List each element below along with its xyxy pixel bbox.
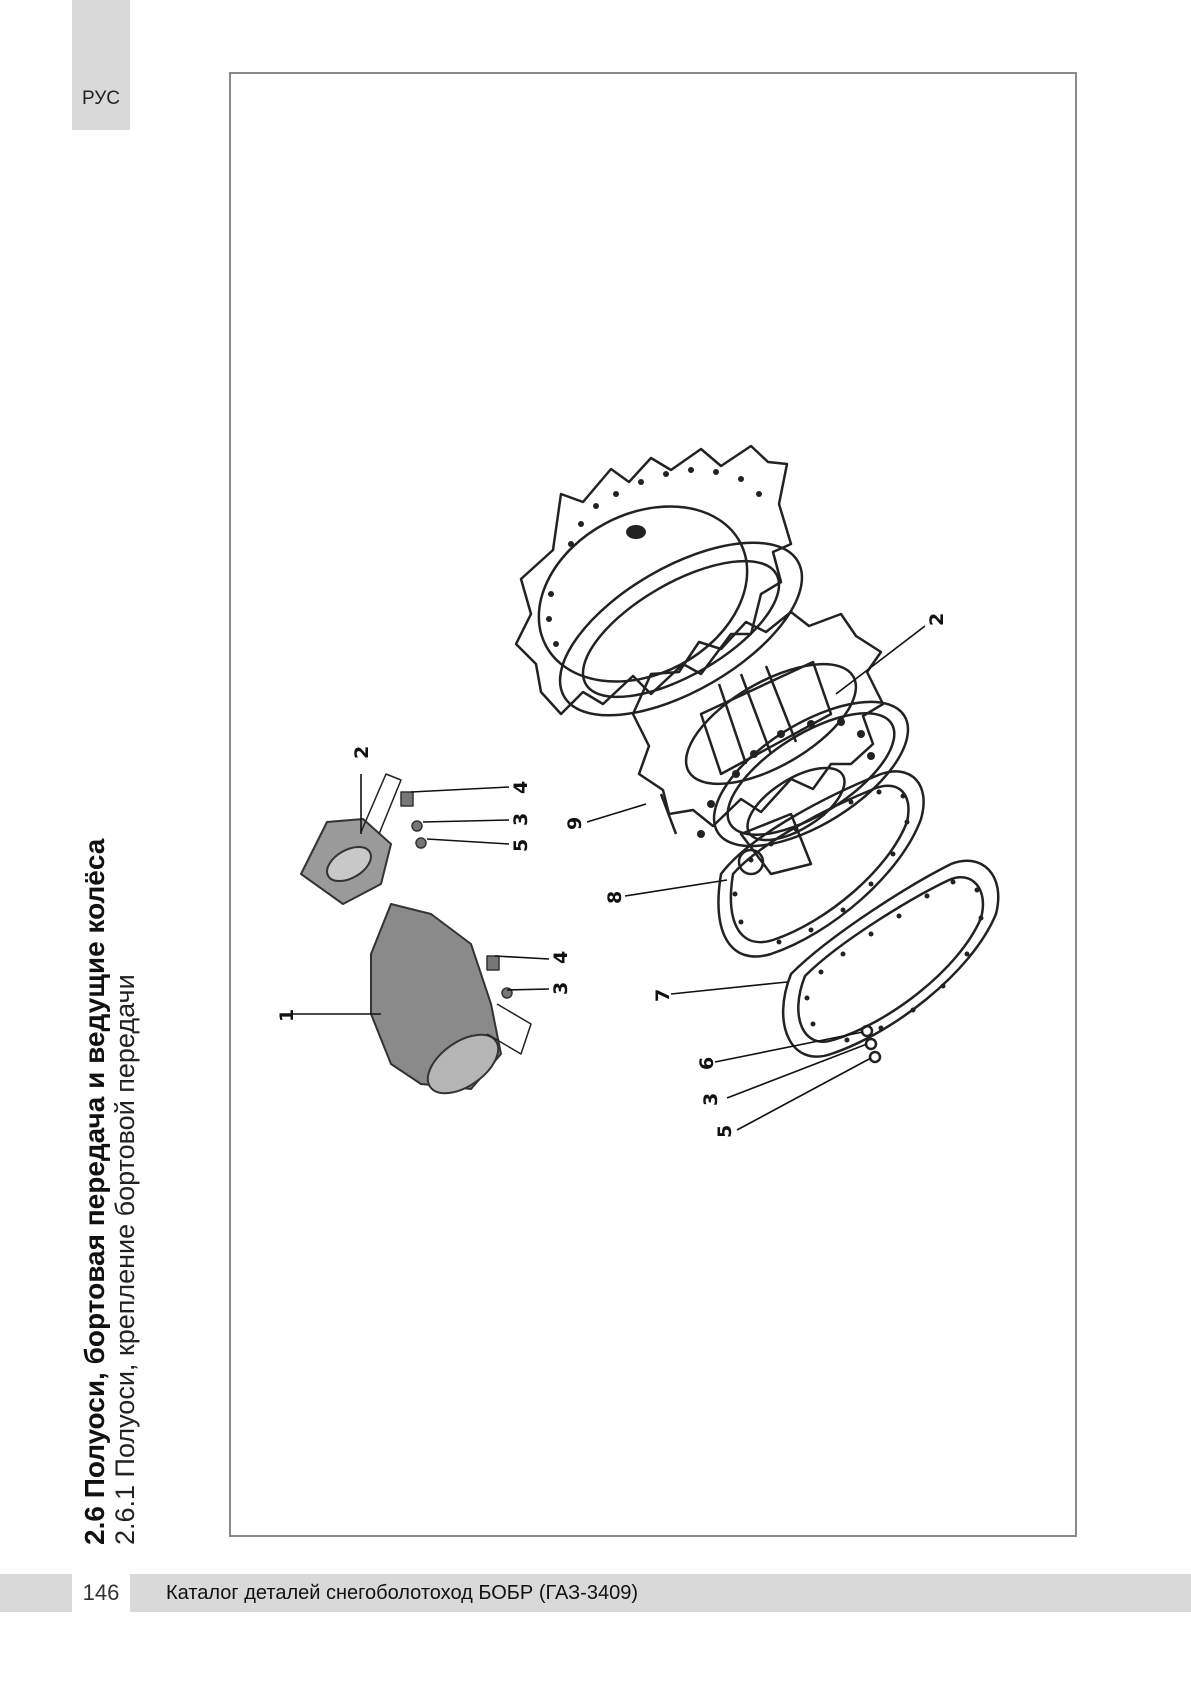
callout-5-top: 5 xyxy=(510,839,532,852)
catalog-title: Каталог деталей снегоболотоход БОБР (ГАЗ… xyxy=(166,1582,638,1604)
semi-axle-housing xyxy=(370,903,502,1095)
section-subtitle: 2.6.1 Полуоси, крепление бортовой переда… xyxy=(110,974,140,1545)
callout-3-mid: 3 xyxy=(550,982,572,995)
language-tab: РУС xyxy=(72,0,130,130)
callout-9: 9 xyxy=(564,817,586,830)
callout-6: 6 xyxy=(696,1057,718,1070)
footer-bar xyxy=(0,1574,1191,1612)
leader-lines xyxy=(293,625,926,1131)
drive-sprocket-front xyxy=(631,610,885,828)
exploded-parts-diagram: 1 2 4 3 5 4 3 2 9 8 7 6 3 5 xyxy=(276,444,1000,1138)
semi-axle-flange xyxy=(300,818,392,905)
sprocket-bolt-holes xyxy=(546,467,762,647)
nut-washer-set xyxy=(860,1024,882,1064)
callout-labels: 1 2 4 3 5 4 3 2 9 8 7 6 3 5 xyxy=(276,613,948,1138)
bolts-washers-nuts xyxy=(400,791,513,999)
spacer-ring xyxy=(558,541,804,717)
callout-4-mid: 4 xyxy=(550,951,572,964)
callout-2-right: 2 xyxy=(926,613,948,626)
language-label: РУС xyxy=(81,88,121,109)
section-title: 2.6 Полуоси, бортовая передача и ведущие… xyxy=(79,785,110,1545)
page-number: 146 xyxy=(72,1574,130,1612)
callout-3-top: 3 xyxy=(510,813,532,826)
section-number: 2.6 xyxy=(79,1506,110,1545)
callout-2-left: 2 xyxy=(351,746,373,759)
callout-3-low: 3 xyxy=(700,1093,722,1106)
gasket-holes xyxy=(732,789,984,1043)
callout-8: 8 xyxy=(604,891,626,904)
callout-5-low: 5 xyxy=(714,1125,736,1138)
section-title-text: Полуоси, бортовая передача и ведущие кол… xyxy=(79,838,110,1499)
illustration-frame xyxy=(229,72,1077,1537)
callout-7: 7 xyxy=(652,989,674,1002)
section-heading: 2.6 Полуоси, бортовая передача и ведущие… xyxy=(79,785,170,1545)
callout-4-top: 4 xyxy=(510,781,532,794)
cover-plate xyxy=(782,859,1000,1058)
callout-1: 1 xyxy=(276,1009,298,1022)
final-drive-hub xyxy=(659,660,910,876)
cover-gasket xyxy=(717,770,925,958)
